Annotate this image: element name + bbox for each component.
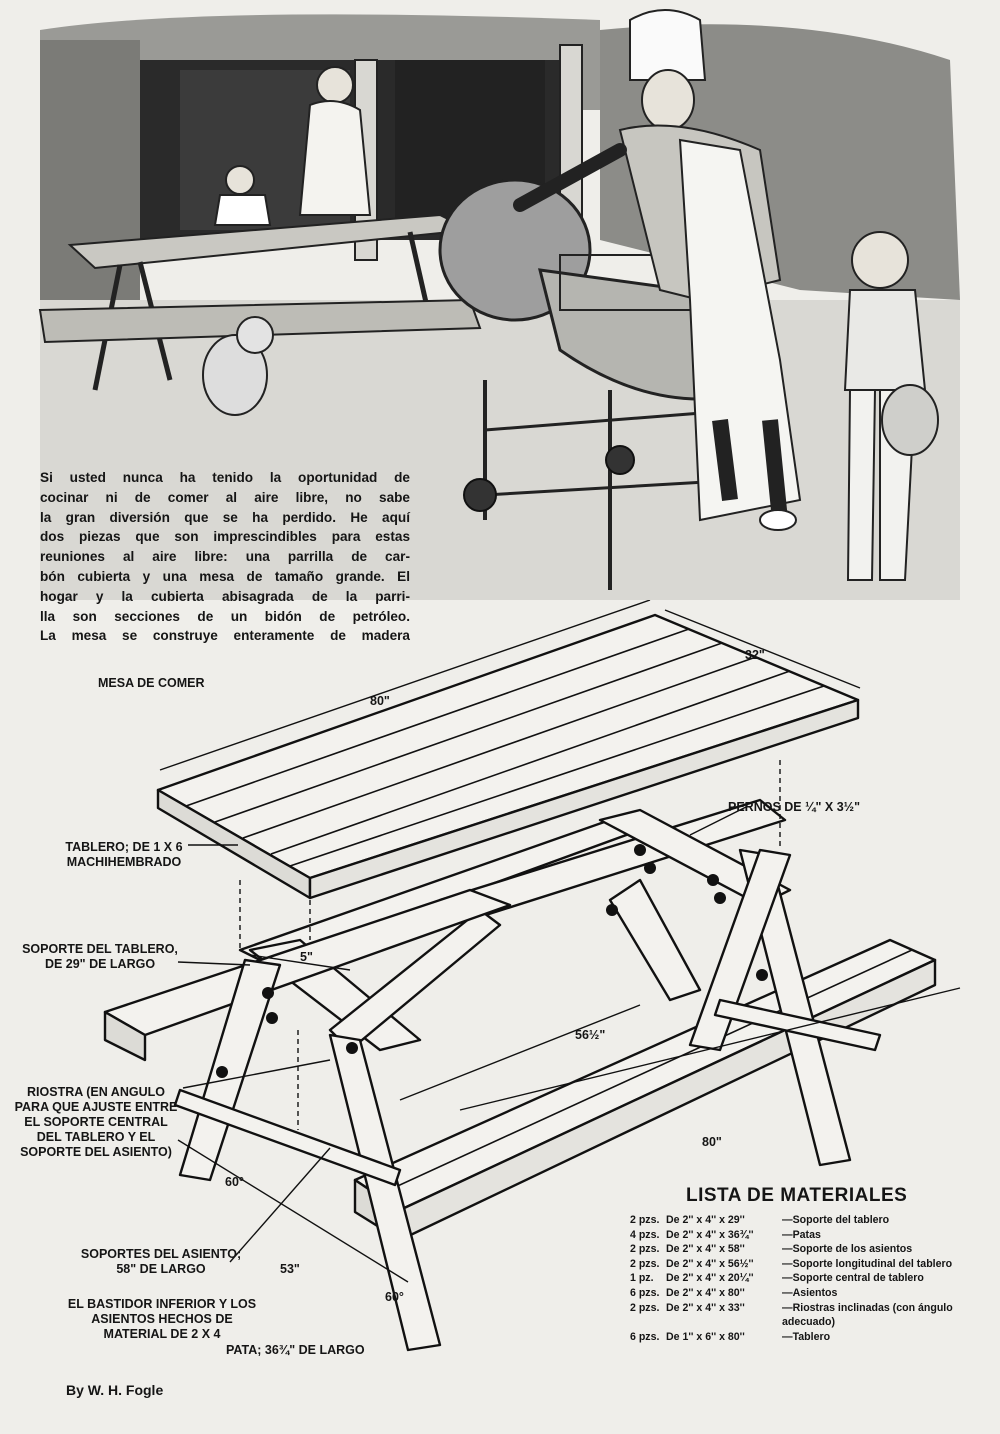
angle-lower: 60°: [385, 1290, 404, 1304]
materials-size: De 2'' x 4'' x 56½'': [666, 1257, 754, 1270]
materials-qty: 2 pzs.: [630, 1257, 660, 1270]
dim-top-length: 80": [370, 694, 390, 708]
materials-item: 6 pzs. De 1'' x 6'' x 80'' —Tablero: [630, 1330, 975, 1345]
materials-item: 4 pzs. De 2'' x 4'' x 36¾'' —Patas: [630, 1228, 975, 1243]
label-pernos: PERNOS DE ¼" x 3½": [728, 800, 861, 814]
dim-seat-80: 80": [702, 1135, 722, 1149]
materials-qty: 2 pzs.: [630, 1243, 660, 1256]
intro-line: lla son secciones de un bidón de petróle…: [40, 608, 410, 624]
label-soporte-tablero: SOPORTE DEL TABLERO, DE 29" DE LARGO: [16, 942, 184, 972]
diagram-title: MESA DE COMER: [98, 676, 205, 690]
materials-size: De 1'' x 6'' x 80'': [666, 1330, 745, 1343]
materials-desc: —Patas: [782, 1228, 821, 1241]
materials-item: 2 pzs. De 2'' x 4'' x 33'' —Riostras inc…: [630, 1301, 975, 1330]
materials-qty: 6 pzs.: [630, 1330, 660, 1343]
label-pata: PATA; 36¾" DE LARGO: [226, 1343, 365, 1357]
label-line: RIOSTRA (EN ANGULO: [27, 1085, 165, 1099]
label-line: EL SOPORTE CENTRAL: [24, 1115, 168, 1129]
picnic-table-diagram: [103, 600, 961, 1352]
materials-size: De 2'' x 4'' x 33'': [666, 1301, 745, 1314]
materials-size: De 2'' x 4'' x 29'': [666, 1214, 745, 1226]
intro-line: Si usted nunca ha tenido la oportunidad …: [40, 470, 410, 485]
label-riostra: RIOSTRA (EN ANGULO PARA QUE AJUSTE ENTRE…: [8, 1085, 184, 1160]
materials-size: De 2'' x 4'' x 80'': [666, 1286, 745, 1299]
materials-item: 2 pzs. De 2'' x 4'' x 58'' —Soporte de l…: [630, 1242, 975, 1257]
intro-line: reuniones al aire libre: una parrilla de…: [40, 549, 410, 565]
materials-desc: —Soporte del tablero: [782, 1214, 890, 1226]
materials-item: 1 pz. De 2'' x 4'' x 20¼'' —Soporte cent…: [630, 1271, 975, 1286]
dim-53: 53": [280, 1262, 300, 1276]
materials-item: 2 pzs. De 2'' x 4'' x 56½'' —Soporte lon…: [630, 1257, 975, 1272]
intro-line: dos piezas que son imprescindibles para …: [40, 529, 410, 545]
barbecue-scene-illustration: [0, 0, 1000, 600]
intro-line: cocinar ni de comer al aire libre, no sa…: [40, 489, 410, 505]
label-line: MATERIAL DE 2 x 4: [103, 1327, 221, 1341]
label-line: DEL TABLERO Y EL: [36, 1130, 156, 1144]
label-line: SOPORTE DEL ASIENTO): [20, 1145, 172, 1159]
materials-desc: —Soporte de los asientos: [782, 1243, 913, 1256]
materials-title: LISTA DE MATERIALES: [686, 1185, 908, 1206]
intro-line: La mesa se construye enteramente de made…: [40, 628, 410, 644]
angle-upper: 60°: [225, 1175, 244, 1189]
intro-line: hogar y la cubierta abisagrada de la par…: [40, 588, 410, 604]
materials-desc: —Asientos: [782, 1286, 838, 1299]
materials-qty: 2 pzs.: [630, 1214, 660, 1226]
label-line: DE 29" DE LARGO: [44, 957, 156, 971]
label-line: EL BASTIDOR INFERIOR Y LOS: [67, 1297, 257, 1311]
materials-qty: 2 pzs.: [630, 1301, 660, 1314]
dim-5: 5": [300, 950, 313, 964]
label-line: PARA QUE AJUSTE ENTRE: [14, 1100, 178, 1114]
dim-top-width: 32": [745, 648, 765, 662]
label-line: SOPORTES DEL ASIENTO;: [80, 1247, 242, 1261]
label-line: ASIENTOS HECHOS DE: [91, 1312, 233, 1326]
materials-size: De 2'' x 4'' x 58'': [666, 1243, 745, 1256]
materials-size: De 2'' x 4'' x 36¾'': [666, 1228, 754, 1241]
label-line: TABLERO; DE 1 x 6: [65, 840, 183, 854]
label-bastidor: EL BASTIDOR INFERIOR Y LOS ASIENTOS HECH…: [52, 1297, 272, 1342]
materials-qty: 6 pzs.: [630, 1286, 660, 1299]
materials-item: 6 pzs. De 2'' x 4'' x 80'' —Asientos: [630, 1286, 975, 1301]
materials-qty: 1 pz.: [630, 1272, 654, 1285]
label-tablero: TABLERO; DE 1 x 6 MACHIHEMBRADO: [54, 840, 194, 870]
materials-qty: 4 pzs.: [630, 1228, 660, 1241]
materials-desc: —Soporte central de tablero: [782, 1272, 924, 1285]
dim-56-5: 56½": [575, 1028, 606, 1042]
intro-line: bón cubierta y una mesa de tamaño grande…: [40, 568, 410, 584]
intro-paragraph: Si usted nunca ha tenido la oportunidad …: [40, 468, 410, 646]
byline: By W. H. Fogle: [66, 1382, 164, 1398]
label-line: MACHIHEMBRADO: [66, 855, 182, 869]
materials-size: De 2'' x 4'' x 20¼'': [666, 1272, 754, 1285]
intro-line: la gran diversión que se ha perdido. He …: [40, 509, 410, 525]
label-line: 58" DE LARGO: [116, 1262, 206, 1276]
label-soportes-asiento: SOPORTES DEL ASIENTO; 58" DE LARGO: [76, 1247, 246, 1277]
materials-list: 2 pzs. De 2'' x 4'' x 29'' —Soporte del …: [630, 1213, 975, 1344]
materials-desc: —Tablero: [782, 1330, 831, 1343]
materials-desc: —Soporte longitudinal del tablero: [782, 1257, 953, 1270]
materials-item: 2 pzs. De 2'' x 4'' x 29'' —Soporte del …: [630, 1213, 975, 1228]
label-line: SOPORTE DEL TABLERO,: [22, 942, 178, 956]
materials-desc: —Riostras inclinadas (con ángulo adecuad…: [782, 1301, 953, 1329]
